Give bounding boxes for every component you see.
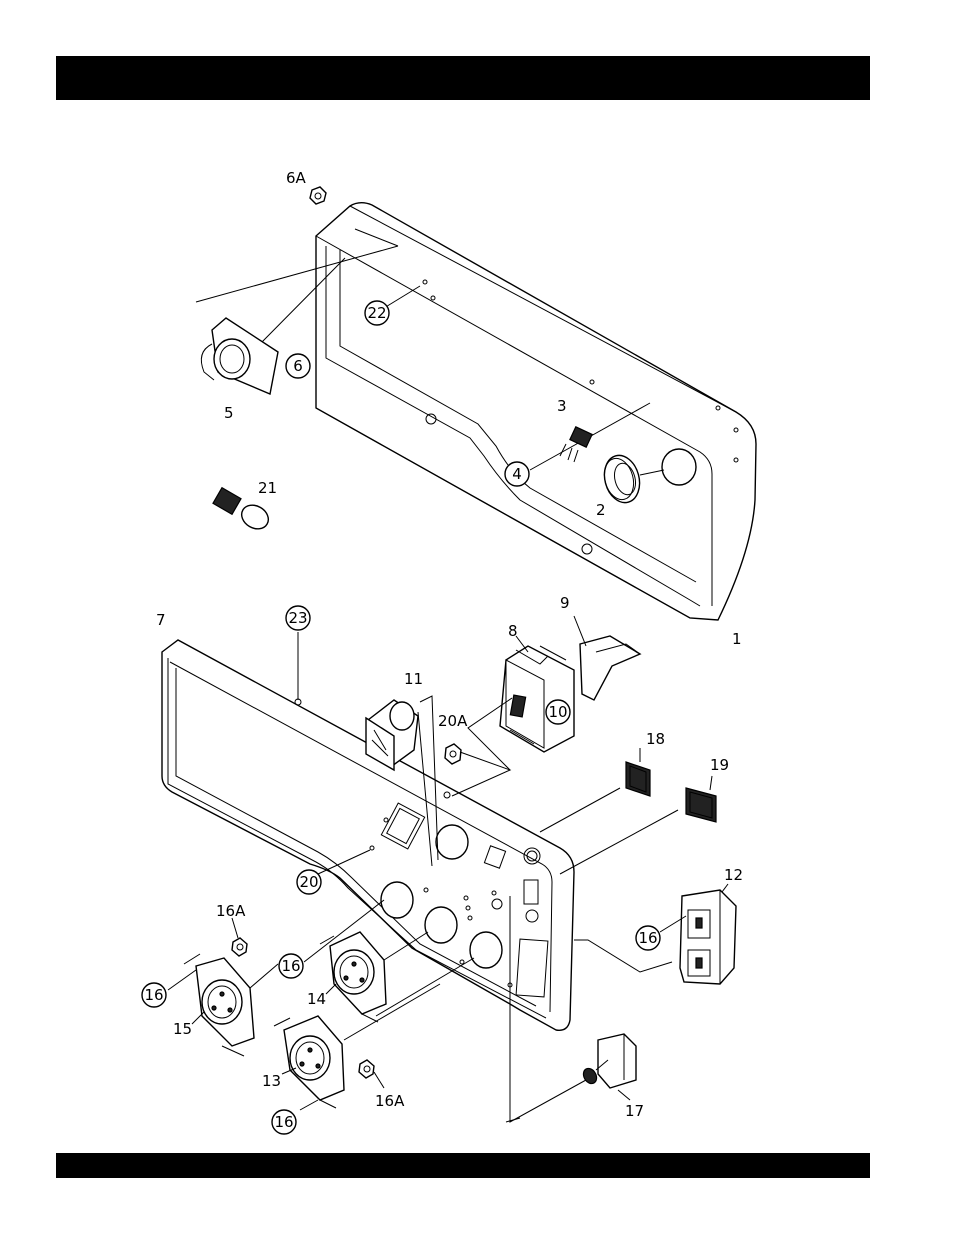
rocker-switch-19: [686, 788, 716, 822]
label-3: 3: [557, 397, 567, 415]
nut-20A: [445, 744, 461, 764]
receptacle-15: [184, 954, 254, 1056]
label-20: 20: [299, 873, 318, 891]
callout-20: 20: [297, 870, 321, 894]
label-10: 10: [548, 703, 567, 721]
label-1: 1: [732, 630, 742, 648]
nut-6A-top: [310, 187, 326, 204]
receptacle-14: [320, 932, 386, 1022]
label-14: 14: [307, 990, 326, 1008]
label-9: 9: [560, 594, 570, 612]
nut-16A-top: [232, 938, 247, 956]
label-20A: 20A: [438, 712, 468, 730]
label-21: 21: [258, 479, 277, 497]
callout-22: 22: [365, 301, 389, 325]
label-12: 12: [724, 866, 743, 884]
label-5: 5: [224, 404, 234, 422]
callout-4: 4: [505, 462, 529, 486]
lamp-holder-5: [201, 318, 278, 394]
label-15: 15: [173, 1020, 192, 1038]
label-17: 17: [625, 1102, 644, 1120]
label-7: 7: [156, 611, 166, 629]
nut-16A-bottom: [359, 1060, 374, 1078]
label-16-right: 16: [638, 929, 657, 947]
label-6A-top: 6A: [286, 169, 307, 187]
callout-23: 23: [286, 606, 310, 630]
callout-16-a: 16: [279, 954, 303, 978]
duplex-outlet-12: [680, 890, 736, 984]
label-11: 11: [404, 670, 423, 688]
rocker-switch-18: [626, 762, 650, 796]
callout-10: 10: [546, 700, 570, 724]
label-19: 19: [710, 756, 729, 774]
label-16-b: 16: [144, 986, 163, 1004]
toggle-switch-17: [581, 1034, 636, 1088]
callout-16-b: 16: [142, 983, 166, 1007]
label-23: 23: [288, 609, 307, 627]
label-22: 22: [367, 304, 386, 322]
label-16A-top: 16A: [216, 902, 246, 920]
label-18: 18: [646, 730, 665, 748]
label-4: 4: [512, 465, 522, 483]
label-16-c: 16: [274, 1113, 293, 1131]
callout-6: 6: [286, 354, 310, 378]
control-box-housing: [316, 203, 756, 620]
label-8: 8: [508, 622, 518, 640]
callout-16-right: 16: [636, 926, 660, 950]
label-16A-bottom: 16A: [375, 1092, 405, 1110]
receptacle-13: [274, 1016, 344, 1108]
callout-16-c: 16: [272, 1110, 296, 1134]
label-13: 13: [262, 1072, 281, 1090]
bracket-9: [574, 616, 640, 700]
housing-cutout-round: [662, 449, 696, 485]
label-2: 2: [596, 501, 606, 519]
label-16-a: 16: [281, 957, 300, 975]
label-6: 6: [293, 357, 303, 375]
